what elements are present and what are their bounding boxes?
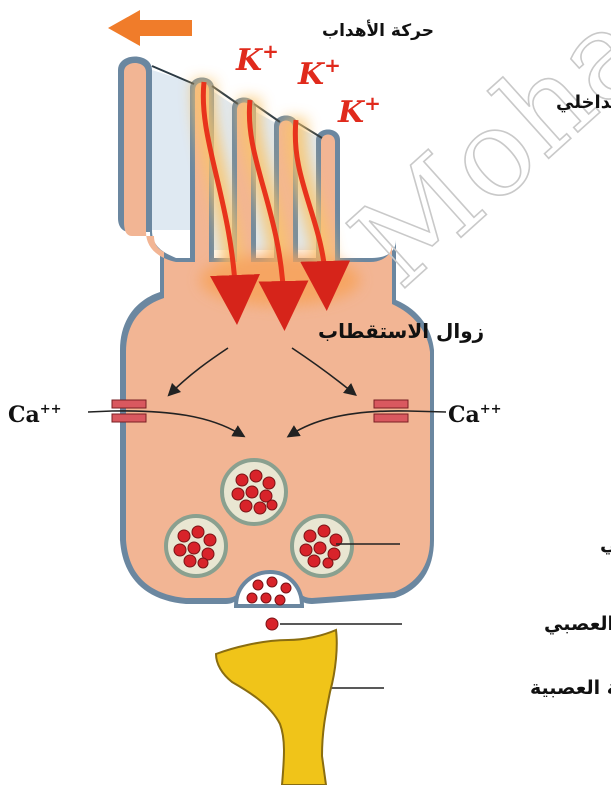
calcium-label-right: Ca++ [448, 402, 502, 428]
synaptic-vesicle-right [292, 516, 352, 576]
neurotransmitter-label: الناقل العصبي [544, 613, 611, 635]
nerve-ending [216, 630, 337, 785]
depolarization-label: زوال الاستقطاب [318, 319, 484, 343]
potassium-label-3: K+ [337, 91, 381, 130]
potassium-label-1: K+ [235, 39, 279, 78]
neurotransmitter-molecule [266, 618, 278, 630]
endolymph-label: اللمف الداخلي [556, 92, 611, 113]
potassium-label-2: K+ [297, 53, 341, 92]
calcium-label-left: Ca++ [8, 402, 62, 428]
cilia-movement-label: حركة الأهداب [322, 20, 434, 41]
synaptic-vesicle-label: الحويصل المشبكي [600, 533, 611, 555]
exocytosis-pocket [236, 572, 302, 630]
nerve-ending-label: نهاية العصبية [530, 677, 611, 699]
synaptic-vesicle-top [222, 460, 286, 524]
cilia-movement-arrow [108, 10, 192, 46]
synaptic-vesicle-left [166, 516, 226, 576]
